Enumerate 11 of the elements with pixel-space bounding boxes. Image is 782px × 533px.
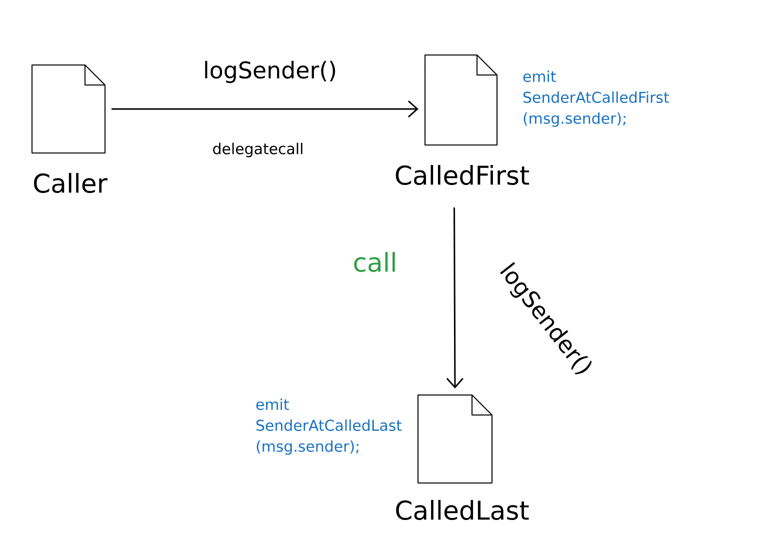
arrow: [446, 207, 464, 388]
node-label: CalledFirst: [396, 164, 530, 186]
node-label: Caller: [34, 172, 108, 194]
code-note: emit SenderAtCalledFirst (msg.sender);: [523, 70, 669, 127]
arrow: [112, 100, 419, 118]
document-node: Caller: [32, 64, 108, 193]
edge-label: logSender(): [205, 60, 336, 84]
node-label: CalledLast: [396, 500, 529, 520]
code-note: emit SenderAtCalledLast (msg.sender);: [256, 398, 402, 455]
call-type-label: call: [354, 252, 395, 272]
call-type-label: delegatecall: [213, 142, 302, 158]
